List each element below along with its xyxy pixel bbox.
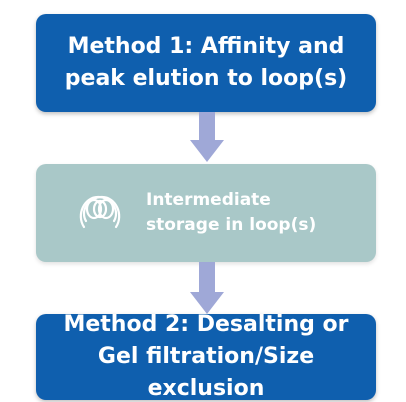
intermediate-line-1: Intermediate — [146, 189, 271, 210]
method-1-line-1: Method 1: Affinity and — [67, 34, 345, 60]
down-arrow-1 — [190, 112, 224, 162]
method-1-box: Method 1: Affinity and peak elution to l… — [36, 14, 376, 112]
method-2-line-1: Method 2: Desalting or — [63, 312, 349, 338]
intermediate-storage-box: Intermediate storage in loop(s) — [36, 164, 376, 262]
intermediate-storage-label: Intermediate storage in loop(s) — [146, 188, 316, 239]
intermediate-line-2: storage in loop(s) — [146, 215, 317, 235]
method-2-box: Method 2: Desalting or Gel filtration/Si… — [36, 312, 376, 401]
method-2-line-2: Gel filtration/Size exclusion — [97, 344, 315, 401]
loop-coil-icon — [79, 195, 121, 229]
method-1-line-2: peak elution to loop(s) — [64, 66, 348, 91]
down-arrow-2 — [190, 262, 224, 314]
